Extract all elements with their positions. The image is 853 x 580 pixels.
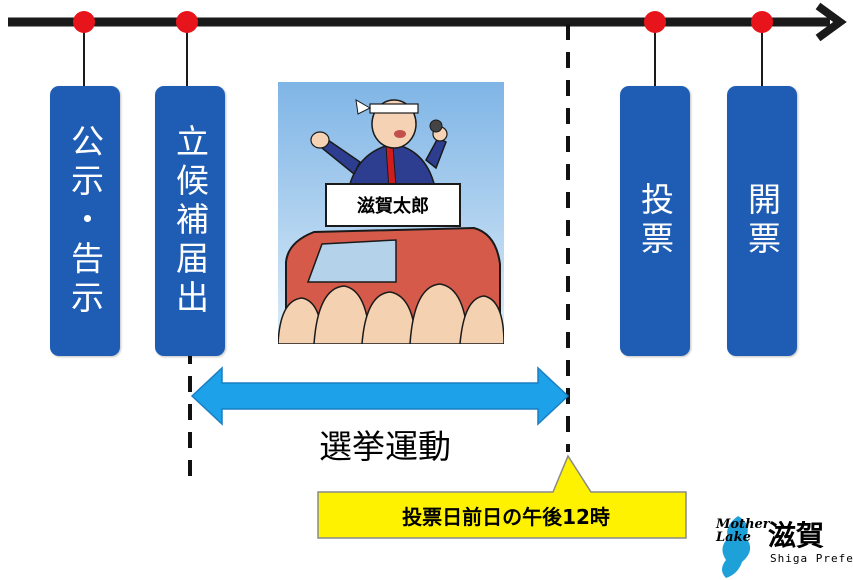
campaign-period-label: 選挙運動	[319, 427, 451, 466]
deadline-callout-label: 投票日前日の午後12時	[402, 504, 610, 529]
marker-kouji	[73, 11, 95, 33]
marker-rikkoho	[176, 11, 198, 33]
candidate-name-sign: 滋賀太郎	[357, 195, 429, 217]
step-label-tohyo: 投票	[635, 182, 675, 260]
timeline-arrowhead	[815, 2, 847, 42]
marker-tohyo	[644, 11, 666, 33]
shiga-prefecture-logo: Mother Lake 滋賀 Shiga Prefe	[712, 514, 853, 580]
step-box-kaihyo: 開票	[727, 86, 797, 356]
campaign-illustration: 滋賀太郎	[278, 82, 504, 344]
marker-kaihyo	[751, 11, 773, 33]
step-label-kouji: 公示・告示	[65, 123, 105, 319]
campaign-period-arrow	[190, 366, 570, 426]
lake-biwa-logo-icon	[722, 516, 751, 578]
logo-english-text: Shiga Prefe	[770, 552, 853, 565]
step-box-kouji: 公示・告示	[50, 86, 120, 356]
deadline-callout-box	[317, 454, 687, 539]
step-box-rikkoho: 立候補届出	[155, 86, 225, 356]
step-label-kaihyo: 開票	[742, 182, 782, 260]
step-label-rikkoho: 立候補届出	[170, 123, 210, 319]
logo-kanji-text: 滋賀	[768, 519, 825, 552]
step-box-tohyo: 投票	[620, 86, 690, 356]
logo-mother-lake-text: Mother Lake	[716, 517, 770, 545]
